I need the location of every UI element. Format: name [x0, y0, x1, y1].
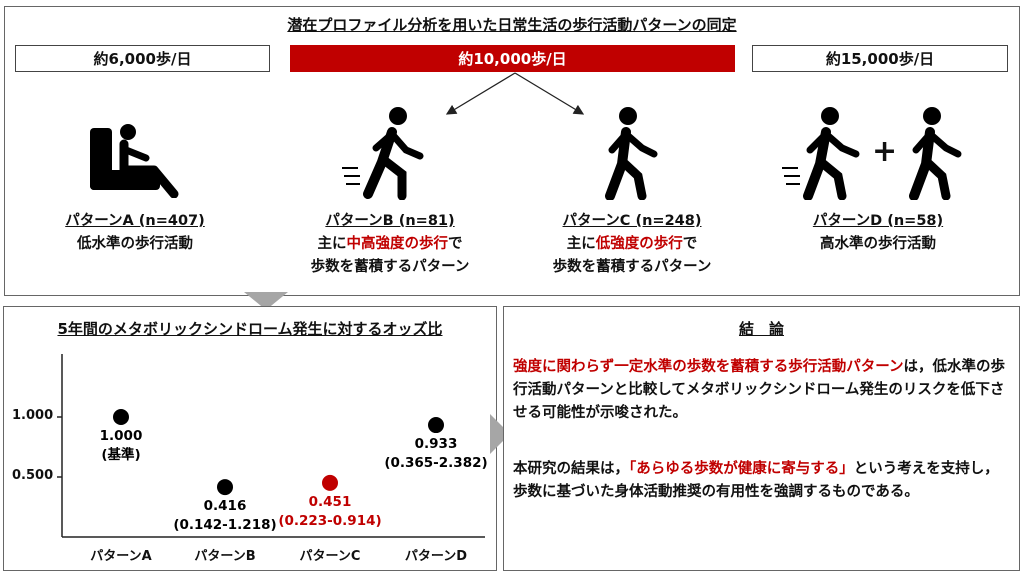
conclusion-paragraph-2: 本研究の結果は，「あらゆる歩数が健康に寄与する」という考えを支持し，歩数に基づい… — [513, 458, 1013, 504]
x-tick-label: パターンB — [194, 549, 256, 564]
pattern-b-desc-pre: 主に — [317, 236, 347, 252]
pattern-c-desc-post: で — [682, 236, 698, 252]
pattern-c-desc-2: 歩数を蓄積するパターン — [552, 259, 712, 275]
chart-title: 5年間のメタボリックシンドローム発生に対するオッズ比 — [57, 320, 443, 338]
conclusion-text-2a: 本研究の結果は， — [513, 461, 629, 477]
y-tick-label: 1.000 — [12, 408, 54, 423]
running-person-icon-d — [782, 107, 860, 200]
conclusion-highlight-1: 強度に関わらず一定水準の歩数を蓄積する歩行活動パターン — [513, 359, 904, 375]
x-tick-label: パターンC — [299, 549, 361, 564]
sitting-person-icon — [90, 124, 179, 198]
pattern-d-label: パターンD (n=58) 高水準の歩行活動 — [758, 210, 998, 256]
chart-panel — [3, 306, 497, 571]
top-title: 潜在プロファイル分析を用いた日常生活の歩行活動パターンの同定 — [287, 16, 737, 34]
pattern-c-desc-red: 低強度の歩行 — [595, 236, 683, 252]
step-box-mid: 約10,000歩/日 — [290, 45, 735, 72]
plus-icon: + — [872, 134, 898, 169]
pattern-a-name: パターンA (n=407) — [65, 213, 205, 229]
conclusion-text-2b: という考えを支持し，歩数に基づいた身体活動推奨の有用性を強調するものである。 — [513, 461, 999, 500]
walking-person-icon — [605, 107, 658, 200]
down-arrow-icon — [244, 292, 288, 310]
confidence-interval: (0.223-0.914) — [278, 512, 382, 529]
split-arrows — [445, 72, 585, 115]
data-label: 0.451 (0.223-0.914) — [265, 493, 395, 531]
pattern-d-name: パターンD (n=58) — [812, 213, 944, 229]
step-box-low: 約6,000歩/日 — [15, 45, 270, 72]
data-label: 0.416 (0.142-1.218) — [160, 497, 290, 535]
data-point — [428, 417, 444, 434]
pattern-b-name: パターンB (n=81) — [325, 213, 455, 229]
odds-ratio-value: 0.416 — [203, 498, 247, 515]
data-label: 0.933 (0.365-2.382) — [371, 435, 501, 473]
confidence-interval: (基準) — [101, 447, 141, 463]
odds-ratio-value: 0.933 — [414, 436, 458, 453]
pattern-a-desc: 低水準の歩行活動 — [77, 236, 193, 252]
y-tick-label: 0.500 — [12, 468, 54, 483]
confidence-interval: (0.365-2.382) — [384, 455, 488, 472]
data-point — [322, 474, 338, 491]
right-arrow-icon — [490, 414, 510, 454]
data-label: 1.000 (基準) — [56, 427, 186, 465]
pattern-b-desc-red: 中高強度の歩行 — [346, 236, 449, 252]
walking-person-icon-d — [909, 107, 962, 200]
odds-ratio-value: 0.451 — [308, 493, 352, 510]
pattern-b-label: パターンB (n=81) 主に中高強度の歩行で 歩数を蓄積するパターン — [270, 210, 510, 279]
pattern-c-name: パターンC (n=248) — [562, 213, 702, 229]
step-box-high: 約15,000歩/日 — [752, 45, 1008, 72]
conclusion-title: 結 論 — [738, 320, 784, 338]
pattern-a-label: パターンA (n=407) 低水準の歩行活動 — [15, 210, 255, 256]
odds-ratio-chart — [57, 354, 485, 538]
pattern-c-label: パターンC (n=248) 主に低強度の歩行で 歩数を蓄積するパターン — [512, 210, 752, 279]
data-point — [113, 409, 129, 425]
data-point — [217, 479, 233, 496]
conclusion-paragraph-1: 強度に関わらず一定水準の歩数を蓄積する歩行活動パターンは，低水準の歩行活動パター… — [513, 356, 1013, 425]
pattern-c-desc-pre: 主に — [566, 236, 596, 252]
pattern-d-desc: 高水準の歩行活動 — [820, 236, 936, 252]
conclusion-highlight-2: 「あらゆる歩数が健康に寄与する」 — [629, 461, 854, 477]
confidence-interval: (0.142-1.218) — [173, 517, 277, 534]
conclusion-panel — [503, 306, 1020, 571]
x-tick-label: パターンA — [90, 549, 152, 564]
pattern-b-desc-post: で — [448, 236, 463, 252]
pattern-b-desc-2: 歩数を蓄積するパターン — [310, 259, 470, 275]
running-person-icon — [342, 107, 424, 200]
conclusion-text-1: は，低水準の歩行活動パターンと比較してメタボリックシンドローム発生のリスクを低下… — [513, 359, 1005, 421]
odds-ratio-value: 1.000 — [99, 428, 143, 444]
x-tick-label: パターンD — [404, 549, 468, 564]
